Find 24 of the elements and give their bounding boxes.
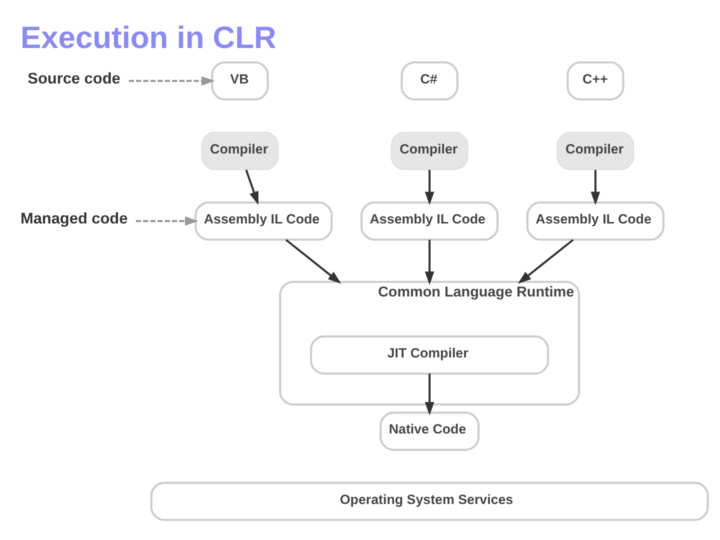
- arrow: [424, 240, 434, 285]
- arrow: [424, 374, 434, 416]
- node-box: Native Code: [380, 412, 480, 451]
- node-text: Source code: [28, 70, 120, 88]
- arrow: [285, 239, 342, 284]
- diagram-title: Execution in CLR: [20, 20, 276, 55]
- node-box: JIT Compiler: [310, 335, 550, 375]
- node-box: Compiler: [390, 132, 468, 170]
- arrow: [245, 170, 258, 205]
- arrow: [590, 170, 600, 206]
- arrow: [128, 76, 215, 86]
- node-box: Compiler: [201, 132, 279, 170]
- arrow: [424, 170, 434, 206]
- node-box: C++: [566, 61, 624, 100]
- node-text: Managed code: [20, 210, 128, 228]
- node-box: Operating System Services: [150, 482, 709, 521]
- node-box: Assembly IL Code: [194, 201, 333, 241]
- node-box: Compiler: [556, 132, 634, 170]
- node-box: C#: [400, 61, 458, 100]
- arrow: [518, 239, 574, 284]
- node-box: VB: [211, 61, 269, 100]
- node-box: Assembly IL Code: [526, 201, 664, 241]
- arrow: [136, 216, 198, 226]
- node-box: Assembly IL Code: [360, 201, 499, 241]
